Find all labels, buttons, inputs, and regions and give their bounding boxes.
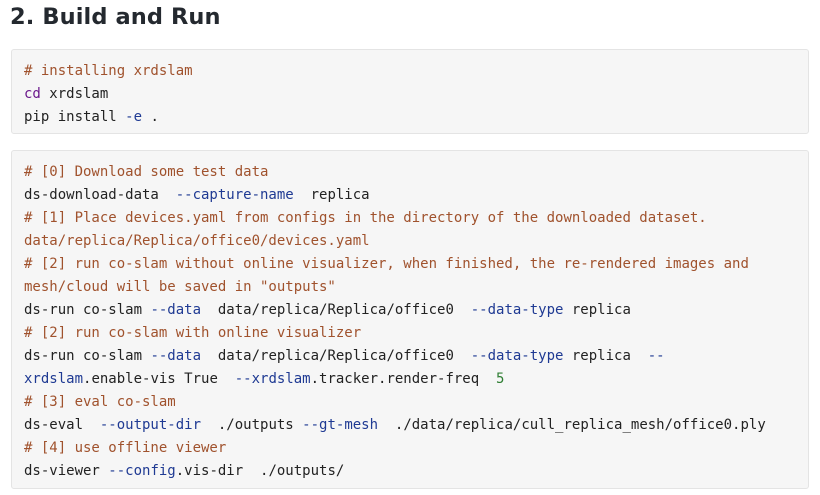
section-heading: 2. Build and Run xyxy=(10,4,221,30)
code-token-plain: pip install xyxy=(24,109,126,125)
code-token-flag: --config xyxy=(108,463,176,479)
code-line: # [2] run co-slam with online visualizer xyxy=(24,322,796,345)
code-token-builtin: cd xyxy=(24,86,41,102)
code-token-plain: . xyxy=(142,109,159,125)
code-line: ds-download-data --capture-name replica xyxy=(24,184,796,207)
code-token-flag: --capture-name xyxy=(175,187,294,203)
code-token-comment: # [2] run co-slam with online visualizer xyxy=(24,325,362,341)
code-token-plain: replica xyxy=(563,348,648,364)
code-line: # [1] Place devices.yaml from configs in… xyxy=(24,207,796,230)
code-line: ds-eval --output-dir ./outputs --gt-mesh… xyxy=(24,414,796,437)
code-line: pip install -e . xyxy=(24,106,796,129)
code-token-plain: ds-download-data xyxy=(24,187,176,203)
code-token-flag: --output-dir xyxy=(99,417,202,433)
code-line: cd xrdslam xyxy=(24,83,796,106)
code-token-comment: # [2] run co-slam without online visuali… xyxy=(24,256,749,272)
code-token-comment: # [3] eval co-slam xyxy=(24,394,176,410)
code-token-comment: mesh/cloud will be saved in "outputs" xyxy=(24,279,336,295)
code-line: ds-run co-slam --data data/replica/Repli… xyxy=(24,299,796,322)
code-token-flag: --data-type xyxy=(470,302,564,318)
code-line: # [3] eval co-slam xyxy=(24,391,796,414)
code-token-flag: -e xyxy=(125,109,143,125)
code-line: data/replica/Replica/office0/devices.yam… xyxy=(24,230,796,253)
code-token-plain: .enable-vis True xyxy=(83,371,235,387)
code-token-plain: ds-run co-slam xyxy=(24,348,151,364)
code-token-plain: ds-run co-slam xyxy=(24,302,151,318)
code-token-flag: --xrdslam xyxy=(234,371,311,387)
code-token-flag: -- xyxy=(647,348,665,364)
code-line: xrdslam.enable-vis True --xrdslam.tracke… xyxy=(24,368,796,391)
code-line: # [4] use offline viewer xyxy=(24,437,796,460)
code-token-comment: # [0] Download some test data xyxy=(24,164,269,180)
code-token-plain: .tracker.render-freq xyxy=(310,371,497,387)
code-token-plain: .vis-dir ./outputs/ xyxy=(175,463,345,479)
code-line: ds-viewer --config.vis-dir ./outputs/ xyxy=(24,460,796,483)
code-token-comment: # installing xrdslam xyxy=(24,63,193,79)
code-token-number: 5 xyxy=(496,371,505,387)
code-line: ds-run co-slam --data data/replica/Repli… xyxy=(24,345,796,368)
code-token-plain: replica xyxy=(563,302,631,318)
code-token-flag: --data-type xyxy=(470,348,564,364)
code-line: # installing xrdslam xyxy=(24,60,796,83)
code-token-plain: data/replica/Replica/office0 xyxy=(201,302,471,318)
code-block-run[interactable]: # [0] Download some test data ds-download… xyxy=(11,150,809,489)
code-token-flag: --data xyxy=(150,302,202,318)
code-token-plain: data/replica/Replica/office0 xyxy=(201,348,471,364)
code-token-plain: ds-eval xyxy=(24,417,100,433)
code-token-flag: --gt-mesh xyxy=(302,417,379,433)
code-token-flag: xrdslam xyxy=(24,371,84,387)
code-line: mesh/cloud will be saved in "outputs" xyxy=(24,276,796,299)
code-token-plain: ./data/replica/cull_replica_mesh/office0… xyxy=(378,417,766,433)
code-token-plain: xrdslam xyxy=(40,86,109,102)
code-token-comment: # [1] Place devices.yaml from configs in… xyxy=(24,210,707,226)
code-line: # [2] run co-slam without online visuali… xyxy=(24,253,796,276)
code-token-flag: --data xyxy=(150,348,202,364)
code-token-plain: ./outputs xyxy=(201,417,303,433)
code-token-comment: data/replica/Replica/office0/devices.yam… xyxy=(24,233,370,249)
code-line: # [0] Download some test data xyxy=(24,161,796,184)
code-token-comment: # [4] use offline viewer xyxy=(24,440,227,456)
code-token-plain: ds-viewer xyxy=(24,463,109,479)
code-token-plain: replica xyxy=(293,187,370,203)
